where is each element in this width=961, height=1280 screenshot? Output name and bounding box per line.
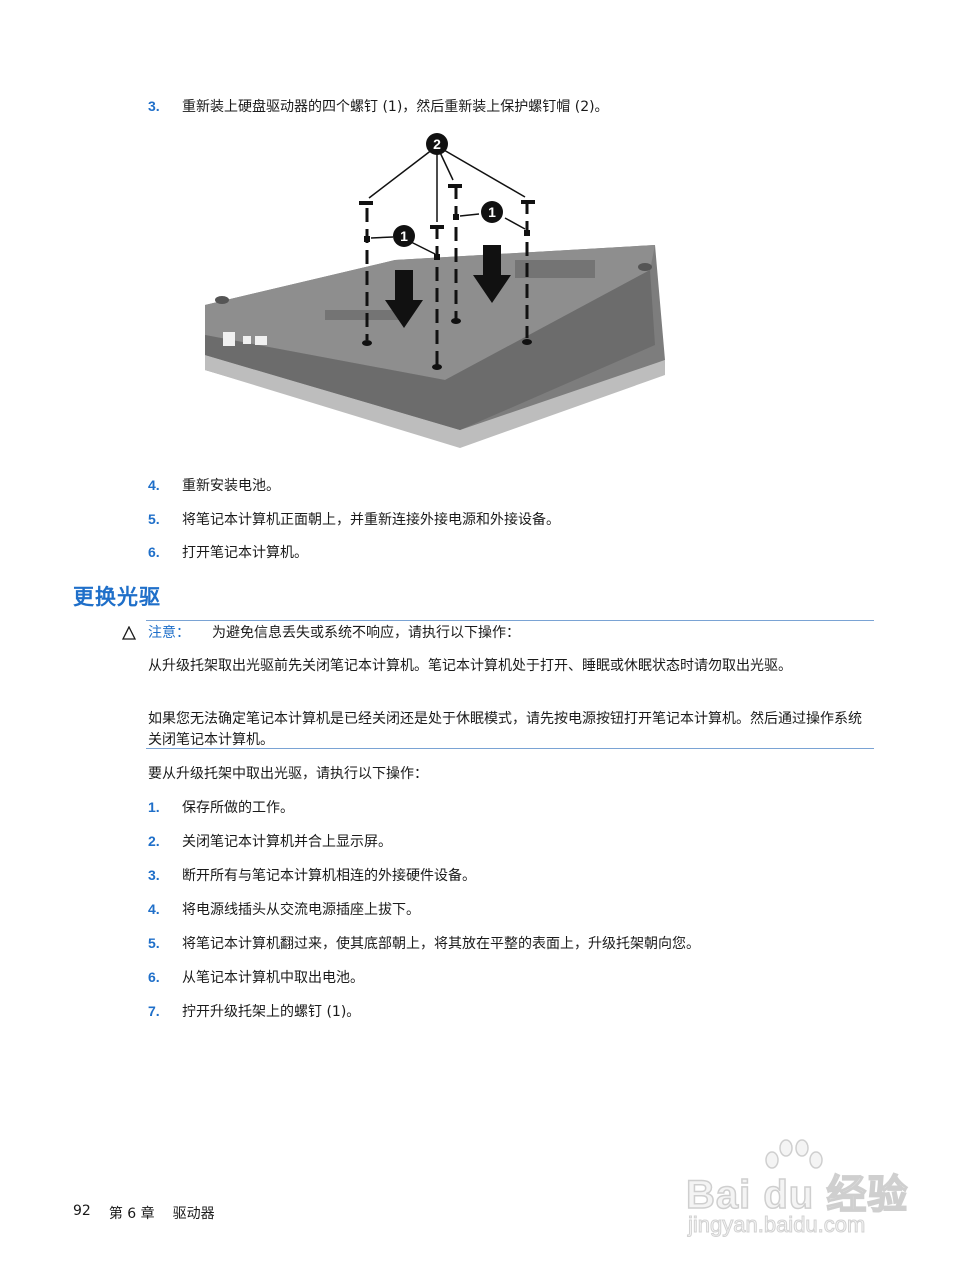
caution-top-rule bbox=[146, 620, 874, 621]
step-text: 断开所有与笔记本计算机相连的外接硬件设备。 bbox=[182, 868, 476, 884]
svg-text:2: 2 bbox=[433, 136, 441, 152]
step-number: 6. bbox=[148, 544, 160, 560]
watermark-brand: Bai du 经验 bbox=[685, 1172, 909, 1218]
svg-text:1: 1 bbox=[488, 204, 496, 220]
step-number: 3. bbox=[148, 867, 160, 883]
removal-step-7: 7. 拧开升级托架上的螺钉 (1)。 bbox=[148, 1002, 360, 1021]
step-number: 2. bbox=[148, 833, 160, 849]
procedure-intro: 要从升级托架中取出光驱，请执行以下操作： bbox=[148, 766, 428, 782]
hard-drive-screws-figure: 2 1 1 bbox=[195, 130, 670, 455]
watermark-url: jingyan.baidu.com bbox=[687, 1212, 866, 1238]
caution-notice: 注意： 为避免信息丢失或系统不响应，请执行以下操作： bbox=[122, 624, 520, 642]
step-number: 6. bbox=[148, 969, 160, 985]
paw-logo-icon bbox=[765, 1139, 823, 1169]
caution-paragraph-2: 如果您无法确定笔记本计算机是已经关闭还是处于休眠模式，请先按电源按钮打开笔记本计… bbox=[148, 711, 862, 748]
section-heading: 更换光驱 bbox=[73, 585, 161, 609]
baidu-watermark: Bai du 经验 jingyan.baidu.com bbox=[680, 1138, 920, 1248]
svg-text:1: 1 bbox=[400, 228, 408, 244]
step-number: 5. bbox=[148, 511, 160, 527]
step-4-reinstall-battery: 4. 重新安装电池。 bbox=[148, 476, 280, 495]
caution-paragraph-1: 从升级托架取出光驱前先关闭笔记本计算机。笔记本计算机处于打开、睡眠或休眠状态时请… bbox=[148, 658, 792, 674]
step-text: 关闭笔记本计算机并合上显示屏。 bbox=[182, 834, 392, 850]
caution-text: 为避免信息丢失或系统不响应，请执行以下操作： bbox=[212, 625, 520, 641]
step-3-reinstall-screws: 3. 重新装上硬盘驱动器的四个螺钉 (1)，然后重新装上保护螺钉帽 (2)。 bbox=[148, 97, 609, 116]
step-number: 1. bbox=[148, 799, 160, 815]
step-text: 重新装上硬盘驱动器的四个螺钉 (1)，然后重新装上保护螺钉帽 (2)。 bbox=[182, 99, 609, 115]
warning-triangle-icon bbox=[122, 626, 136, 640]
step-number: 5. bbox=[148, 935, 160, 951]
step-text: 重新安装电池。 bbox=[182, 478, 280, 494]
removal-step-5: 5. 将笔记本计算机翻过来，使其底部朝上，将其放在平整的表面上，升级托架朝向您。 bbox=[148, 934, 700, 953]
step-number: 4. bbox=[148, 477, 160, 493]
step-6-turn-on: 6. 打开笔记本计算机。 bbox=[148, 543, 308, 562]
page-number: 92 bbox=[73, 1203, 91, 1219]
caution-bottom-rule bbox=[146, 748, 874, 749]
step-text: 从笔记本计算机中取出电池。 bbox=[182, 970, 364, 986]
callout-1-right: 1 bbox=[481, 201, 503, 223]
chapter-title: 驱动器 bbox=[172, 1206, 215, 1222]
removal-step-4: 4. 将电源线插头从交流电源插座上拔下。 bbox=[148, 900, 420, 919]
step-text: 将笔记本计算机翻过来，使其底部朝上，将其放在平整的表面上，升级托架朝向您。 bbox=[182, 936, 700, 952]
step-5-reconnect-power: 5. 将笔记本计算机正面朝上，并重新连接外接电源和外接设备。 bbox=[148, 510, 560, 529]
callout-2: 2 bbox=[426, 133, 448, 155]
step-number: 4. bbox=[148, 901, 160, 917]
page-footer: 92 第 6 章 驱动器 bbox=[73, 1203, 215, 1223]
removal-step-3: 3. 断开所有与笔记本计算机相连的外接硬件设备。 bbox=[148, 866, 476, 885]
step-text: 打开笔记本计算机。 bbox=[182, 545, 308, 561]
laptop-illustration: 2 1 1 bbox=[205, 133, 665, 448]
removal-step-1: 1. 保存所做的工作。 bbox=[148, 798, 294, 817]
step-number: 7. bbox=[148, 1003, 160, 1019]
removal-step-2: 2. 关闭笔记本计算机并合上显示屏。 bbox=[148, 832, 392, 851]
chapter-number: 第 6 章 bbox=[108, 1206, 155, 1222]
step-text: 拧开升级托架上的螺钉 (1)。 bbox=[182, 1004, 361, 1020]
callout-1-left: 1 bbox=[393, 225, 415, 247]
step-text: 将笔记本计算机正面朝上，并重新连接外接电源和外接设备。 bbox=[182, 512, 560, 528]
caution-label: 注意： bbox=[148, 625, 190, 641]
step-text: 将电源线插头从交流电源插座上拔下。 bbox=[182, 902, 420, 918]
step-number: 3. bbox=[148, 98, 160, 114]
removal-step-6: 6. 从笔记本计算机中取出电池。 bbox=[148, 968, 364, 987]
step-text: 保存所做的工作。 bbox=[182, 800, 294, 816]
